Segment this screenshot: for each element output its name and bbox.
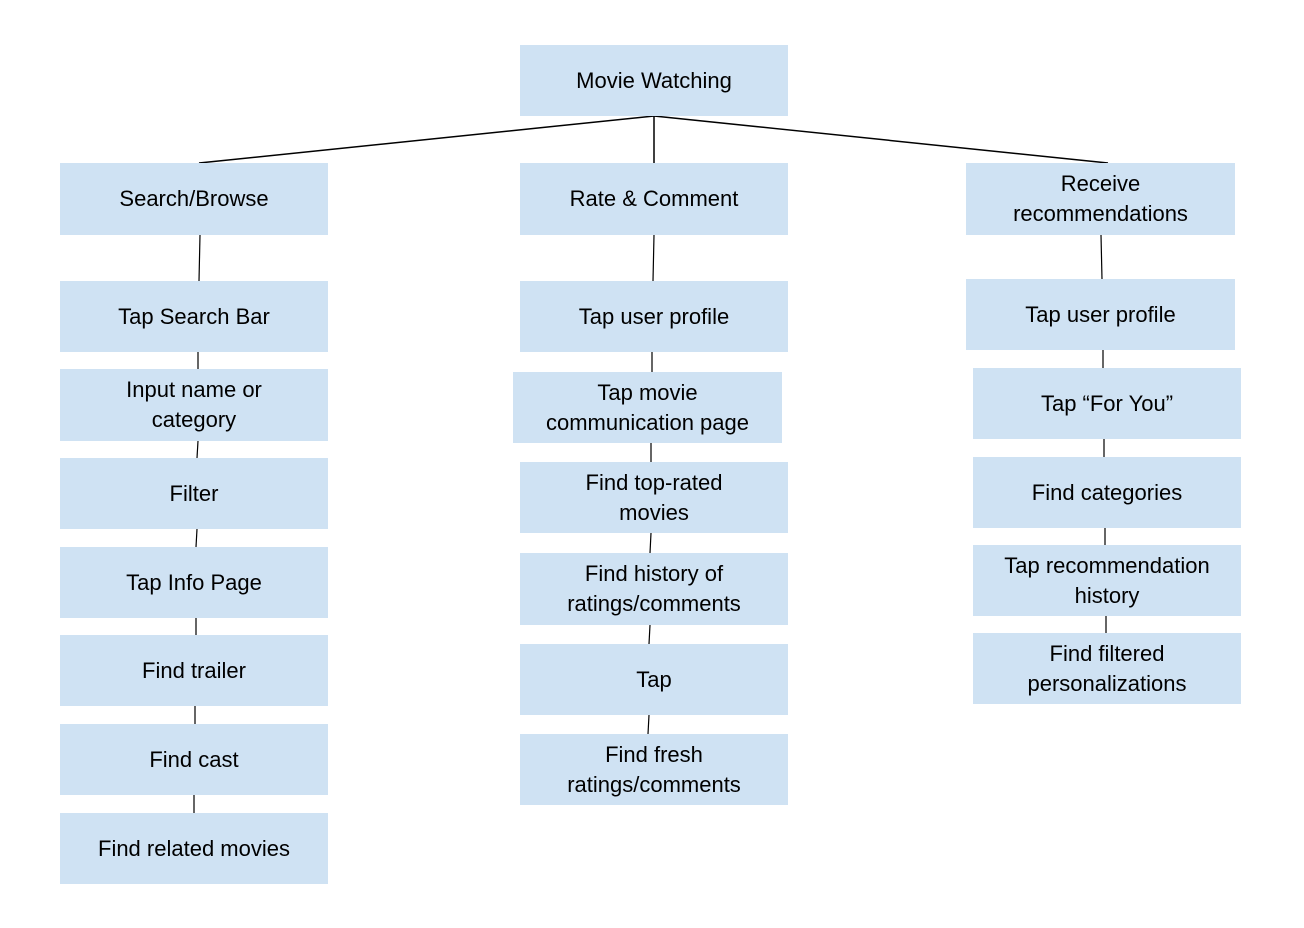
step-node-tap-user-profile-recommend: Tap user profile (966, 279, 1235, 350)
step-node-find-fresh-ratings-comments: Find fresh ratings/comments (520, 734, 788, 805)
step-node-find-cast: Find cast (60, 724, 328, 795)
step-node-find-history-ratings-comments: Find history of ratings/comments (520, 553, 788, 625)
connector (198, 234, 201, 282)
connector (1100, 234, 1103, 280)
connector-root-recommend (653, 115, 1109, 164)
step-node-tap: Tap (520, 644, 788, 715)
branch-node-search-browse: Search/Browse (60, 163, 328, 235)
step-node-tap-movie-communication-page: Tap movie communication page (513, 372, 782, 443)
branch-node-rate-comment: Rate & Comment (520, 163, 788, 235)
connector (195, 528, 198, 548)
step-node-tap-for-you: Tap “For You” (973, 368, 1241, 439)
connector-root-search (198, 115, 655, 164)
step-node-find-categories: Find categories (973, 457, 1241, 528)
step-node-find-related-movies: Find related movies (60, 813, 328, 884)
step-node-find-filtered-personalizations: Find filtered personalizations (973, 633, 1241, 704)
step-node-tap-info-page: Tap Info Page (60, 547, 328, 618)
connector (647, 714, 650, 735)
step-node-find-trailer: Find trailer (60, 635, 328, 706)
connector (648, 624, 651, 645)
step-node-tap-recommendation-history: Tap recommendation history (973, 545, 1241, 616)
step-node-tap-user-profile-rate: Tap user profile (520, 281, 788, 352)
branch-node-receive-recommendations: Receive recommendations (966, 163, 1235, 235)
step-node-tap-search-bar: Tap Search Bar (60, 281, 328, 352)
step-node-filter: Filter (60, 458, 328, 529)
connector (196, 440, 199, 459)
step-node-input-name-or-category: Input name or category (60, 369, 328, 441)
root-node-movie-watching: Movie Watching (520, 45, 788, 116)
connector (652, 234, 655, 282)
connector (649, 532, 652, 554)
step-node-find-top-rated-movies: Find top-rated movies (520, 462, 788, 533)
